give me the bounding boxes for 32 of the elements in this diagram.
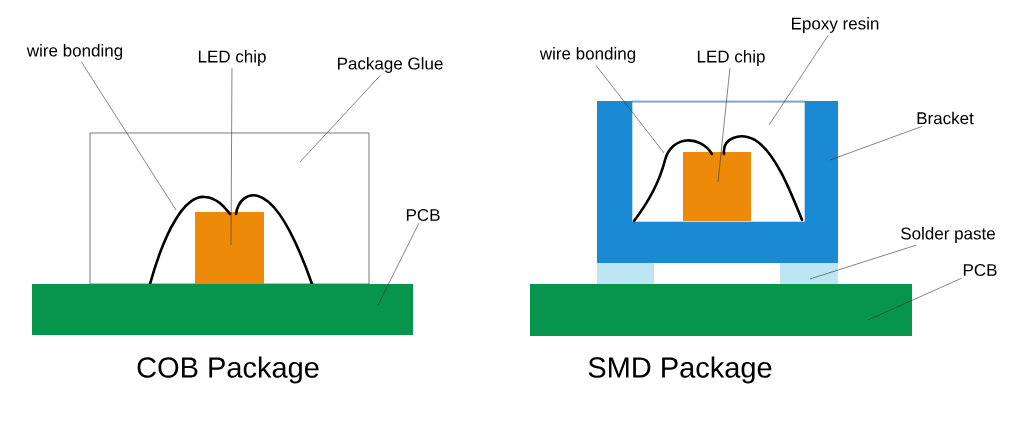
callout-label: Package Glue [338,57,443,73]
bonding-wire [722,135,804,222]
leader-line [809,244,917,280]
callout-label: PCB [963,263,997,276]
leader-line [81,61,177,211]
callout-label: wire bonding [539,47,636,63]
callout-label: Epoxy resin [792,17,879,33]
callout-label: wire bonding [26,44,123,60]
pcb-board [32,284,413,335]
leader-line [299,74,381,163]
bonding-wire [632,139,714,223]
solder-pad [597,263,654,284]
callout-label: LED chip [198,50,266,66]
package-caption: COB Package [137,356,319,384]
pcb-board [530,284,912,336]
leader-line [595,64,665,154]
glue-box [89,132,370,285]
callout-label: Solder paste [901,227,995,243]
leader-line [768,34,829,126]
chip-block [683,152,751,221]
callout-label: PCB [406,208,440,221]
callout-label: Bracket [917,111,974,125]
chip-block [195,212,264,284]
callout-label: LED chip [697,50,765,66]
bonding-wire [234,194,314,286]
bonding-wire [148,195,232,286]
package-caption: SMD Package [588,356,772,384]
epoxy-area [631,100,806,223]
leader-line [867,277,962,321]
leader-line [717,67,731,183]
leader-line [829,126,923,161]
leader-line [377,222,420,306]
